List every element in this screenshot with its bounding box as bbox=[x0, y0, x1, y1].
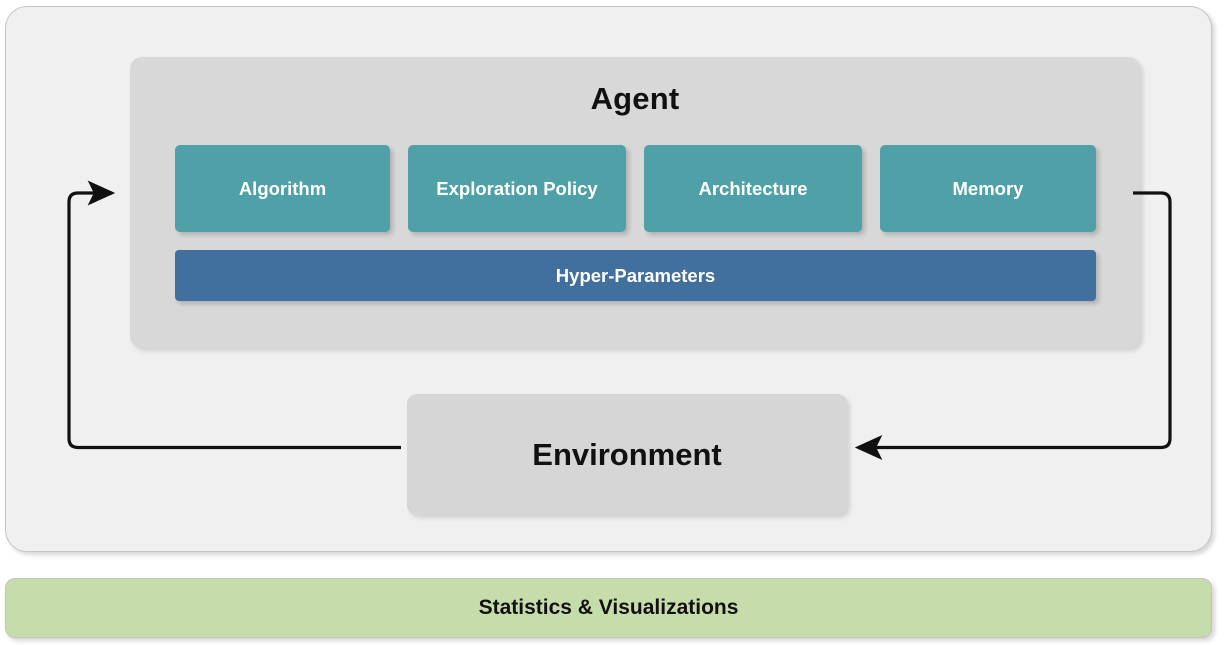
environment-container[interactable]: Environment bbox=[407, 394, 847, 515]
statistics-visualizations-bar[interactable]: Statistics & Visualizations bbox=[5, 578, 1212, 638]
rl-loop-panel: Agent Algorithm Exploration Policy Archi… bbox=[5, 6, 1212, 552]
agent-component-architecture[interactable]: Architecture bbox=[644, 145, 862, 232]
agent-container[interactable]: Agent Algorithm Exploration Policy Archi… bbox=[130, 57, 1140, 348]
agent-components-row: Algorithm Exploration Policy Architectur… bbox=[175, 145, 1096, 232]
agent-component-exploration-policy[interactable]: Exploration Policy bbox=[408, 145, 626, 232]
hyper-parameters-bar[interactable]: Hyper-Parameters bbox=[175, 250, 1096, 301]
agent-component-memory[interactable]: Memory bbox=[880, 145, 1096, 232]
agent-component-algorithm[interactable]: Algorithm bbox=[175, 145, 390, 232]
agent-title: Agent bbox=[590, 81, 680, 116]
